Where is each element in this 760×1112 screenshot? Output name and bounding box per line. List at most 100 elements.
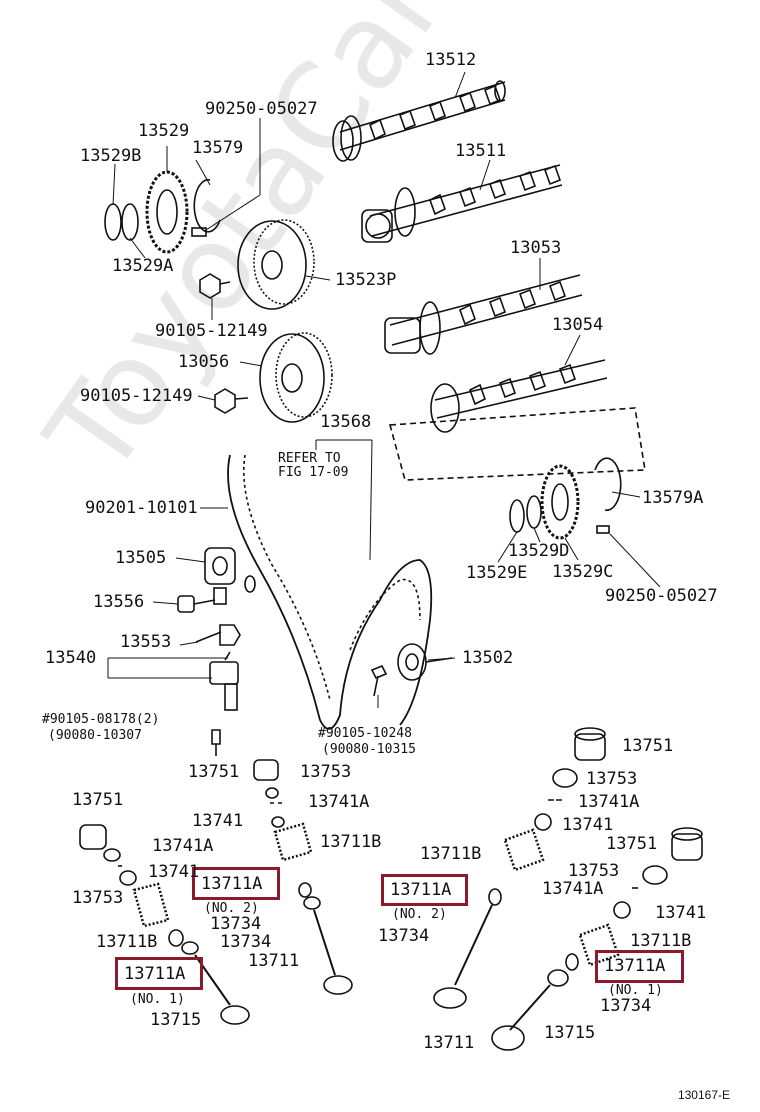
label-90080-10315: (90080-10315 <box>322 742 416 757</box>
label-13751-r1: 13751 <box>622 736 674 756</box>
label-13715-l: 13715 <box>150 1010 202 1030</box>
label-13734-right: 13734 <box>600 996 652 1016</box>
bolt-90105-d <box>370 664 388 697</box>
pin-90250 <box>191 227 207 237</box>
washer-13529b <box>104 203 122 241</box>
label-13511: 13511 <box>455 141 507 161</box>
label-fig-17-09: FIG 17-09 <box>278 465 349 480</box>
bolt-90105-a <box>199 273 231 299</box>
label-13502: 13502 <box>462 648 514 668</box>
washer-13529e <box>509 499 525 533</box>
label-no1-left: (NO. 1) <box>130 992 185 1007</box>
label-13711a-no1-left: 13711A <box>124 964 186 984</box>
label-13529b: 13529B <box>80 146 142 166</box>
part-13553 <box>195 624 241 646</box>
label-13734-m: 13734 <box>210 914 262 934</box>
label-13512: 13512 <box>425 50 477 70</box>
label-13734-mid: 13734 <box>378 926 430 946</box>
label-no1-right: (NO. 1) <box>608 983 663 998</box>
label-13751-r2: 13751 <box>606 834 658 854</box>
label-13753-r2: 13753 <box>568 861 620 881</box>
label-13741a-r2: 13741A <box>542 879 604 899</box>
label-13741-l: 13741 <box>148 862 200 882</box>
label-13741-m: 13741 <box>192 811 244 831</box>
figure-code: 130167-E <box>677 1088 730 1102</box>
highlight-13711a-no2-mid <box>381 874 468 906</box>
idler-13502 <box>397 643 453 681</box>
label-13053: 13053 <box>510 238 562 258</box>
label-13751-l: 13751 <box>72 790 124 810</box>
camshaft-13053 <box>384 274 583 355</box>
pulley-13523p <box>237 219 315 310</box>
label-13529d: 13529D <box>508 541 570 561</box>
label-13711-m: 13711 <box>248 951 300 971</box>
group-outline <box>388 407 646 481</box>
label-90105-08178: #90105-08178(2) <box>42 712 160 727</box>
label-90105-12149-a: 90105-12149 <box>155 321 268 341</box>
label-13753-l: 13753 <box>72 888 124 908</box>
camshaft-13511 <box>361 164 563 243</box>
label-13505: 13505 <box>115 548 167 568</box>
label-90080-10307: (90080-10307 <box>48 728 142 743</box>
label-13579a: 13579A <box>642 488 704 508</box>
label-13553: 13553 <box>120 632 172 652</box>
label-13711a-no2-left: 13711A <box>201 874 263 894</box>
label-no2-left: (NO. 2) <box>204 901 259 916</box>
left-group <box>79 824 250 1025</box>
right-upper-group <box>433 727 606 1009</box>
label-13741-r1: 13741 <box>562 815 614 835</box>
label-13751-m: 13751 <box>188 762 240 782</box>
highlight-13711a-no1-right <box>595 950 684 983</box>
pin-90250-b <box>596 525 610 534</box>
bolt-90105-c <box>211 729 221 756</box>
highlight-13711a-no2-left <box>192 867 280 900</box>
timing-belt-13568 <box>227 454 433 730</box>
right-lower-group <box>491 827 703 1051</box>
label-13529a: 13529A <box>112 256 174 276</box>
leader-lines <box>107 71 661 708</box>
label-13753-m: 13753 <box>300 762 352 782</box>
label-13711a-no1-right: 13711A <box>604 956 666 976</box>
label-13568: 13568 <box>320 412 372 432</box>
label-no2-mid: (NO. 2) <box>392 907 447 922</box>
label-90105-12149-b: 90105-12149 <box>80 386 193 406</box>
label-13711a-no2-mid: 13711A <box>390 880 452 900</box>
label-13529e: 13529E <box>466 563 528 583</box>
label-90250-05027: 90250-05027 <box>205 99 318 119</box>
label-13523p: 13523P <box>335 270 397 290</box>
label-13711-mid: 13711 <box>423 1033 475 1053</box>
label-90105-10248: #90105-10248 <box>318 726 412 741</box>
label-refer-to: REFER TO <box>278 451 341 466</box>
label-13711b-r1: 13711B <box>420 844 482 864</box>
washer-13529a <box>121 203 139 241</box>
washer-13529d <box>526 495 542 529</box>
bolt-13556 <box>177 587 227 613</box>
label-13711b-r2: 13711B <box>630 931 692 951</box>
label-13540: 13540 <box>45 648 97 668</box>
label-13741a-l: 13741A <box>152 836 214 856</box>
label-13741a-m: 13741A <box>308 792 370 812</box>
label-13529c: 13529C <box>552 562 614 582</box>
label-13529: 13529 <box>138 121 190 141</box>
middle-group <box>253 759 353 995</box>
label-13741-r2: 13741 <box>655 903 707 923</box>
bolt-90105-b <box>214 388 249 414</box>
label-13753-r1: 13753 <box>586 769 638 789</box>
pulley-13056 <box>259 332 333 423</box>
gear-13529 <box>145 170 189 254</box>
label-13579: 13579 <box>192 138 244 158</box>
label-13711b-m: 13711B <box>320 832 382 852</box>
snap-ring-13579a <box>594 457 622 511</box>
label-13741a-r1: 13741A <box>578 792 640 812</box>
camshaft-13054 <box>430 359 608 433</box>
label-13711b-l: 13711B <box>96 932 158 952</box>
snap-ring-13579 <box>193 179 221 233</box>
highlight-13711a-no1-left <box>115 957 203 990</box>
idler-13505 <box>204 547 256 593</box>
label-13054: 13054 <box>552 315 604 335</box>
label-90201-10101: 90201-10101 <box>85 498 198 518</box>
label-13734-l: 13734 <box>220 932 272 952</box>
gear-13529c <box>540 464 580 540</box>
camshaft-13512 <box>332 80 508 162</box>
